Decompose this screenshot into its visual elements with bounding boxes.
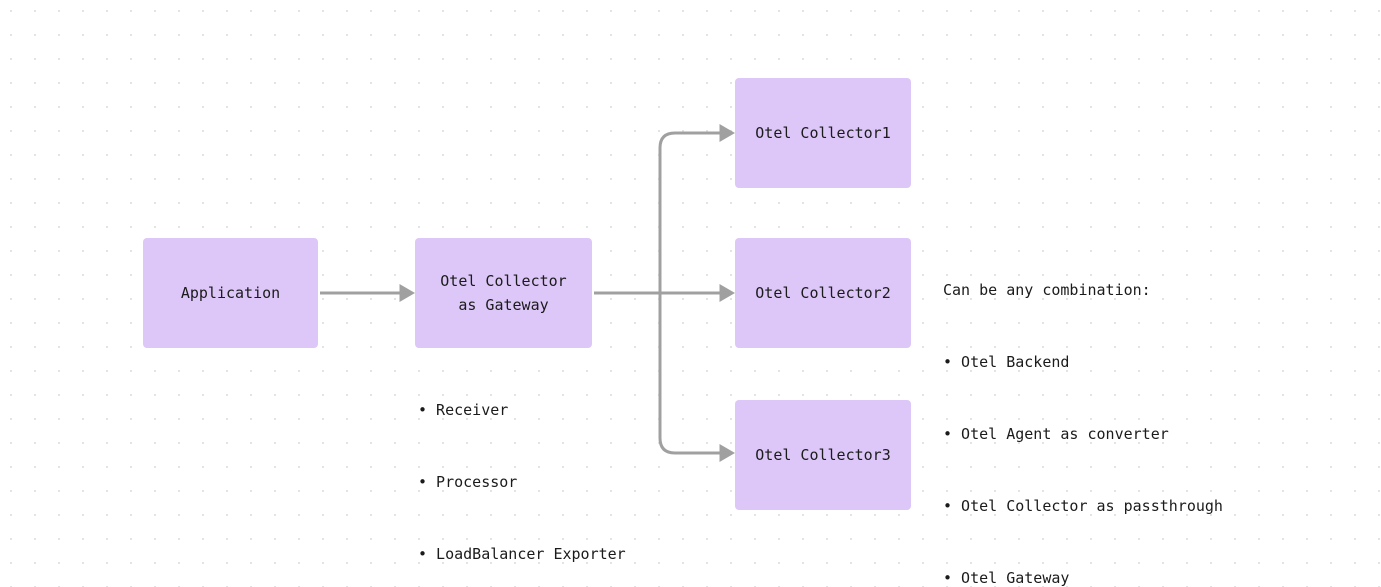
- combination-note-item: • Otel Collector as passthrough: [943, 497, 1223, 515]
- node-gateway-label: Otel Collector as Gateway: [440, 272, 567, 314]
- combination-note: Can be any combination: • Otel Backend •…: [943, 230, 1223, 587]
- node-collector2-label: Otel Collector2: [755, 284, 891, 302]
- edge-gateway-to-collector3: [658, 293, 735, 462]
- node-application-label: Application: [180, 284, 281, 302]
- combination-note-item: • Otel Backend: [943, 353, 1070, 371]
- gateway-notes: • Receiver • Processor • LoadBalancer Ex…: [418, 350, 626, 587]
- combination-note-heading: Can be any combination:: [943, 281, 1151, 299]
- node-collector1[interactable]: Otel Collector1: [735, 78, 911, 188]
- node-collector3-label: Otel Collector3: [755, 446, 891, 464]
- gateway-note-item: • Processor: [418, 473, 518, 491]
- node-application[interactable]: Application: [143, 238, 318, 348]
- node-gateway[interactable]: Otel Collector as Gateway: [415, 238, 592, 348]
- node-collector1-label: Otel Collector1: [755, 124, 891, 142]
- node-collector3[interactable]: Otel Collector3: [735, 400, 911, 510]
- edge-gateway-to-collector1: [658, 124, 735, 293]
- combination-note-item: • Otel Gateway: [943, 569, 1070, 587]
- combination-note-item: • Otel Agent as converter: [943, 425, 1169, 443]
- gateway-note-item: • LoadBalancer Exporter: [418, 545, 626, 563]
- gateway-note-item: • Receiver: [418, 401, 509, 419]
- node-collector2[interactable]: Otel Collector2: [735, 238, 911, 348]
